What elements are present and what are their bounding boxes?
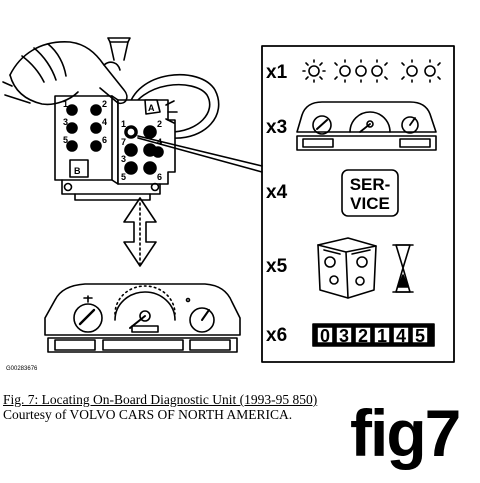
service-sign — [341, 169, 399, 217]
figure-caption: Fig. 7: Locating On-Board Diagnostic Uni… — [3, 392, 358, 422]
right-pin-labels: 7 1 2 3 4 5 6 — [121, 119, 162, 182]
multiplier-x4: x4 — [266, 182, 288, 203]
hourglass-icon — [392, 244, 414, 293]
pin-label: 3 — [121, 154, 126, 164]
pin-label: 3 — [63, 117, 68, 127]
multiplier-x3: x3 — [266, 117, 287, 138]
odometer-digit: 0 — [320, 326, 330, 346]
multiplier-x5: x5 — [266, 256, 288, 277]
pin-label: 6 — [102, 135, 107, 145]
pin-label: 1 — [63, 99, 68, 109]
pin-label: 4 — [102, 117, 107, 127]
left-pin-labels: 1 2 3 4 5 6 — [63, 99, 107, 145]
hand-illustration — [2, 41, 128, 106]
pin-label: 2 — [157, 119, 162, 129]
double-arrow — [123, 197, 157, 267]
blink-code-panel — [261, 45, 455, 363]
multiplier-labels: x1 x3 x4 x5 x6 — [266, 62, 288, 346]
unit-letter-a: A — [148, 103, 155, 113]
odometer-digit: 1 — [377, 326, 387, 346]
pointer-lines — [137, 135, 263, 173]
flash-symbols — [302, 59, 441, 83]
multiplier-x1: x1 — [266, 62, 288, 83]
pin-label: 4 — [157, 137, 162, 147]
caption-courtesy: Courtesy of VOLVO CARS OF NORTH AMERICA. — [3, 407, 293, 422]
pin-label: 6 — [157, 172, 162, 182]
multiplier-x6: x6 — [266, 325, 287, 346]
figure-tag: fig7 — [350, 396, 461, 470]
instrument-cluster-large — [44, 283, 241, 353]
odometer-digits: 0 3 2 1 4 5 — [320, 326, 425, 346]
engine-illustration — [317, 237, 377, 299]
service-text-line2: VICE — [350, 194, 390, 213]
odometer-digit: 2 — [358, 326, 368, 346]
instrument-cluster-small — [296, 101, 437, 151]
service-text-line1: SER- — [350, 175, 391, 194]
image-code: G00283676 — [6, 366, 38, 372]
pin-label: 1 — [121, 119, 126, 129]
pin-label: 5 — [63, 135, 68, 145]
caption-link[interactable]: Fig. 7: Locating On-Board Diagnostic Uni… — [3, 392, 318, 407]
diagnostic-unit — [54, 37, 220, 201]
odometer-digit: 5 — [415, 326, 425, 346]
odometer-digit: 3 — [339, 326, 349, 346]
unit-letter-b: B — [74, 166, 81, 176]
pin-label: 5 — [121, 172, 126, 182]
pin-label: 2 — [102, 99, 107, 109]
odometer-frame — [312, 323, 435, 347]
diagnostic-unit-diagram: A B 1 2 3 4 5 6 7 1 2 3 4 5 6 x1 x3 x4 x… — [2, 37, 455, 372]
pin-label: 7 — [121, 137, 126, 147]
odometer-digit: 4 — [396, 326, 406, 346]
